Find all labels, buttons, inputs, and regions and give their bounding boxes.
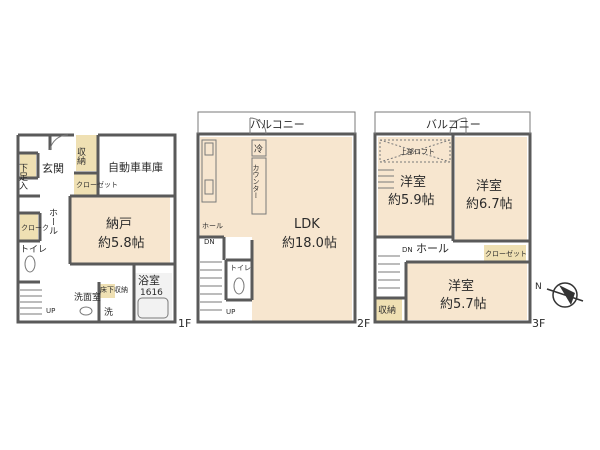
balcony-label-2f: バルコニー — [250, 118, 305, 131]
floor-3f: バルコニー 上部ロフト 洋室 約5.9帖 洋室 約6.7帖 DN ホール クロー… — [373, 111, 545, 330]
counter-label: カウンター — [252, 164, 260, 199]
outer-wall-3f — [373, 132, 532, 324]
closet-label: クローゼット — [76, 180, 118, 189]
fridge-box — [251, 139, 267, 157]
loft-hatch — [379, 139, 451, 163]
storage-area-3f — [376, 298, 402, 322]
up-label-1f: UP — [46, 307, 55, 315]
garage-label: 自動車車庫 — [108, 160, 163, 174]
stairs-3f — [378, 169, 400, 289]
entrance-door-arc — [49, 134, 69, 151]
western1-size: 約5.9帖 — [388, 193, 435, 208]
balcony-area-2f — [200, 114, 356, 134]
floor-label-3f: 3F — [532, 317, 545, 330]
storeroom-size: 約5.8帖 — [98, 236, 145, 251]
balcony-rail-2f — [197, 111, 356, 134]
wash-label: 洗 — [104, 306, 113, 318]
storage-label-3f: 収納 — [378, 304, 396, 316]
cloak-label: クローク — [21, 224, 49, 232]
cloak-area — [20, 213, 38, 241]
bath-area — [134, 273, 172, 321]
toilet-label-1f: トイレ — [20, 245, 47, 255]
kitchen-area — [200, 137, 252, 237]
stairs-2f — [200, 261, 222, 311]
underfloor-label: 床下収納 — [100, 285, 128, 294]
storeroom-name: 納戸 — [106, 217, 132, 232]
balcony-door-arc-2f — [249, 117, 267, 135]
closet-area-3f — [484, 245, 526, 261]
closet-top-label: 収納 — [75, 146, 86, 166]
ldk-name: LDK — [294, 217, 320, 232]
shoe-storage-area — [20, 153, 36, 179]
entrance-label: 玄関 — [42, 161, 64, 175]
floor-label-2f: 2F — [357, 317, 370, 330]
shoe-storage-label: 下足入 — [17, 163, 28, 190]
western2-name: 洋室 — [476, 178, 502, 194]
loft-hatch-label: 上部ロフト — [400, 147, 435, 156]
western1-area — [378, 137, 452, 237]
bathtub-fixture — [137, 297, 169, 319]
western2-area — [455, 137, 527, 241]
toilet-fixture-1f — [24, 255, 36, 273]
floor-2f: バルコニー 冷 カウンター LDK 約18.0帖 ホール DN トイレ UP 2… — [196, 111, 370, 330]
western2-size: 約6.7帖 — [466, 197, 513, 212]
storeroom-area — [70, 196, 170, 264]
inner-walls-2f — [198, 235, 254, 302]
bath-label: 浴室 — [138, 273, 160, 287]
western3-name: 洋室 — [448, 278, 474, 294]
balcony-door-arc-3f — [449, 117, 467, 135]
kitchen-counter — [201, 139, 217, 203]
toilet-fixture-2f — [233, 277, 245, 295]
hall-label-3f: ホール — [416, 242, 449, 255]
counter-box — [251, 157, 267, 215]
western3-size: 約5.7帖 — [440, 297, 487, 312]
washroom-label: 洗面室 — [74, 291, 101, 303]
floor-1f: 玄関 下足入 収納 自動車車庫 クローゼット ホール クローク 納戸 約5.8帖… — [16, 133, 191, 330]
toilet-label-2f: トイレ — [230, 264, 251, 272]
stove-icon — [204, 142, 214, 156]
sink-fixture — [79, 306, 93, 316]
inner-walls-1f — [18, 135, 175, 322]
western1-name: 洋室 — [400, 174, 426, 190]
compass-n-label: N — [535, 282, 542, 292]
outer-wall-2f — [196, 132, 357, 324]
western3-area — [406, 262, 527, 320]
floor-label-1f: 1F — [178, 317, 191, 330]
dn-label-3f: DN — [402, 246, 413, 254]
balcony-label-3f: バルコニー — [426, 118, 481, 131]
bath-size-label: 1616 — [140, 288, 163, 298]
inner-walls-3f — [375, 134, 530, 322]
hall-label-2f: ホール — [202, 222, 223, 230]
ldk-area — [252, 137, 352, 321]
closet-top-area — [76, 135, 98, 171]
ldk-size: 約18.0帖 — [282, 236, 337, 251]
closet-area — [74, 173, 98, 195]
fridge-label: 冷 — [254, 143, 263, 155]
closet-label-3f: クローゼット — [485, 249, 527, 258]
balcony-rail-3f — [374, 111, 531, 134]
dn-label-2f: DN — [204, 238, 215, 246]
stairs-1f — [20, 289, 42, 315]
underfloor-area — [99, 284, 115, 298]
compass-icon: N — [535, 282, 584, 308]
hall-label-1f: ホール — [47, 208, 58, 235]
sink-icon-2f — [204, 179, 214, 195]
up-label-2f: UP — [226, 308, 235, 316]
